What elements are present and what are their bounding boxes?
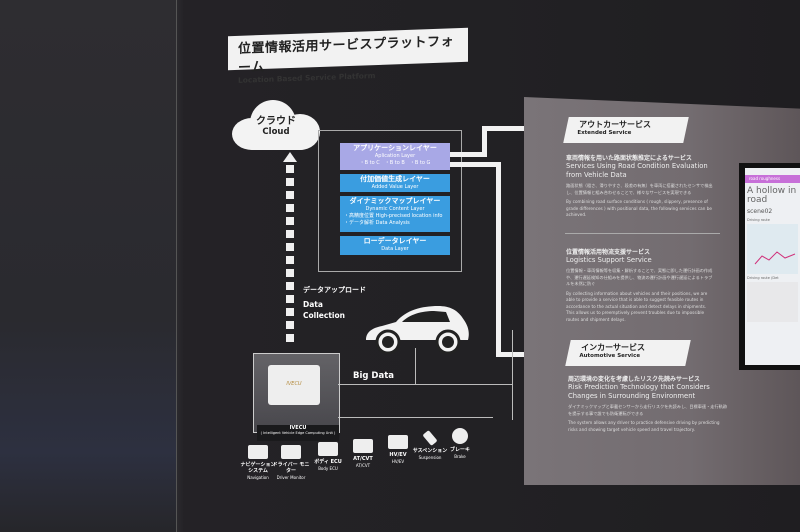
application-layer: アプリケーションレイヤー Aplication Layer ・B to C ・B… (340, 143, 450, 170)
cloud-label: クラウド Cloud (256, 116, 296, 137)
upload-arrow-icon (283, 152, 297, 162)
bus-line (338, 384, 513, 385)
cloud-icon (232, 100, 320, 150)
ivecu-label: IVECU ( Intelligent Vehicle Edge Computi… (257, 425, 339, 441)
platform-frame (318, 130, 462, 272)
route-map (747, 224, 798, 274)
arrow-line (482, 128, 487, 157)
upload-dashed-line (286, 165, 294, 345)
bus-line (338, 417, 493, 418)
title-banner: 位置情報活用サービスプラットフォーム Location Based Servic… (228, 27, 468, 85)
dynamic-content-layer: ダイナミックマップレイヤー Dynamic Content Layer ・高精度… (340, 196, 450, 232)
gear-shift-icon (353, 439, 373, 453)
route-detail-map (747, 282, 798, 322)
arrow-line (450, 152, 486, 157)
divider (565, 233, 720, 234)
outcar-service-banner: アウトカーサービス Extended Service (563, 117, 689, 143)
data-layer: ローデータレイヤー Data Layer (340, 236, 450, 255)
ivecu-device: IVECU (268, 365, 320, 405)
arrow-line (496, 352, 548, 357)
suspension-icon (422, 430, 438, 446)
connector-line (415, 348, 416, 385)
arrow-line (482, 126, 550, 131)
arrow-line (450, 162, 500, 167)
bus-line (512, 330, 513, 420)
panel-seam (176, 0, 177, 532)
big-data-label: Big Data (353, 371, 395, 381)
monitor-screen: road roughness A hollow in road scene02 … (745, 168, 800, 365)
outcar-item-road: 車両情報を用いた路面状態推定によるサービス Services Using Roa… (566, 155, 713, 217)
brake-disc-icon (452, 428, 468, 444)
circuit-icon (318, 442, 338, 456)
arrow-line (496, 162, 501, 357)
left-wall-panel (0, 0, 176, 532)
car-icon (366, 306, 469, 355)
incar-service-banner: インカーサービス Automotive Service (565, 340, 691, 366)
navigation-icon (248, 445, 268, 459)
added-value-layer: 付加価値生成レイヤー Added Value Layer (340, 174, 450, 192)
battery-icon (388, 435, 408, 449)
camera-icon (281, 445, 301, 459)
outcar-item-logistics: 位置情報活用物流支援サービス Logistics Support Service… (566, 249, 713, 322)
incar-item-risk: 周辺環境の変化を考慮したリスク先読みサービス Risk Prediction T… (568, 376, 728, 432)
